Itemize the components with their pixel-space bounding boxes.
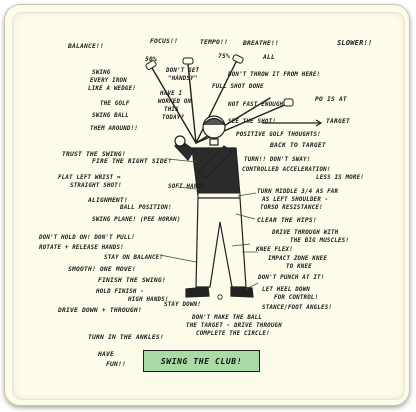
note-big-muscles: THE BIG MUSCLES! <box>290 238 350 244</box>
note-high-hands: HIGH HANDS! <box>128 297 169 303</box>
note-swing-plane: SWING PLANE! (PEE HORAN) <box>92 217 181 223</box>
note-tempo: TEMPO!! <box>200 39 228 46</box>
note-controlled-acceleration: CONTROLLED ACCELERATION! <box>242 167 331 173</box>
note-stay-on-balance: STAY ON BALANCE! <box>104 255 164 261</box>
note-drive-through-with: DRIVE THROUGH WITH <box>272 230 339 236</box>
note-stay-down: STAY DOWN! <box>164 302 201 308</box>
note-like-a-wedge: LIKE A WEDGE! <box>88 86 136 92</box>
note-positive-golf-thoughts: POSITIVE GOLF THOUGHTS! <box>236 132 321 138</box>
note-balance: BALANCE!! <box>68 43 104 50</box>
note-full-shot-done: FULL SHOT DONE <box>212 84 264 90</box>
note-alignment: ALIGNMENT! <box>88 197 128 204</box>
note-hold-finish: HOLD FINISH - <box>96 289 144 295</box>
note-every-iron: EVERY IRON <box>90 78 127 84</box>
note-for-control: FOR CONTROL! <box>274 295 319 301</box>
note-handsy: "HANDSY" <box>168 76 198 82</box>
note-see-the-shot: SEE THE SHOT! <box>228 119 276 125</box>
note-75-percent: 75% <box>218 53 230 60</box>
note-finish-the-swing: FINISH THE SWING! <box>98 277 166 284</box>
note-knee-flex: KNEE FLEX! <box>256 247 293 253</box>
note-smooth: SMOOTH! ONE MOVE! <box>68 266 136 273</box>
note-swing: SWING <box>92 70 111 76</box>
note-all: ALL <box>263 54 275 61</box>
note-stance-foot-angles: STANCE/FOOT ANGLES! <box>262 305 333 311</box>
note-straight-shot: STRAIGHT SHOT! <box>70 183 122 189</box>
note-dont-punch: DON'T PUNCH AT IT! <box>258 275 325 281</box>
note-trust-the-swing: TRUST THE SWING! <box>62 151 126 158</box>
swing-the-club-banner: SWING THE CLUB! <box>143 350 260 372</box>
note-have-i: HAVE I <box>160 91 183 97</box>
note-let-heel-down: LET HEEL DOWN <box>262 287 310 293</box>
note-back-to-target: BACK TO TARGET <box>270 142 326 149</box>
note-torso-resistance: TORSO RESISTANCE! <box>260 205 323 211</box>
note-fun: FUN!! <box>106 361 126 368</box>
note-breathe: BREATHE!! <box>243 40 279 47</box>
note-clear-the-hips: CLEAR THE HIPS! <box>257 217 317 224</box>
note-target: TARGET <box>326 118 350 125</box>
note-focus: FOCUS!! <box>150 38 178 45</box>
note-them-around: THEM AROUND!! <box>90 126 138 132</box>
note-as-left-shoulder: AS LEFT SHOULDER - <box>262 197 329 203</box>
note-dont-hold-on: DON'T HOLD ON! DON'T PULL! <box>39 235 135 241</box>
note-soft-hands: SOFT HANDS <box>168 184 205 190</box>
note-today: TODAY? <box>162 115 185 121</box>
note-less-is-more: LESS IS MORE! <box>316 175 364 181</box>
plate-inner-border <box>12 12 405 400</box>
note-50-percent: 50% <box>145 56 157 63</box>
note-turn-middle: TURN MIDDLE 3/4 AS FAR <box>257 189 339 195</box>
note-drive-down-through: DRIVE DOWN + THROUGH! <box>58 307 142 314</box>
note-flat-left-wrist: FLAT LEFT WRIST = <box>58 175 121 181</box>
note-worked-on: WORKED ON <box>158 99 192 105</box>
note-to-knee: TO KNEE <box>286 264 312 270</box>
note-slower: SLOWER!! <box>337 39 373 47</box>
note-rotate-release: ROTATE + RELEASE HANDS! <box>39 245 124 251</box>
note-swing-ball: SWING BALL <box>92 113 129 119</box>
note-dont-throw: DON'T THROW IT FROM HERE! <box>228 72 321 78</box>
note-dont-get: DON'T GET <box>166 68 200 74</box>
note-turn-in-ankles: TURN IN THE ANKLES! <box>88 334 164 341</box>
note-po-is-at: PO IS AT <box>315 96 347 103</box>
note-this: THIS <box>164 107 179 113</box>
note-dont-make-ball: DON'T MAKE THE BALL <box>192 315 263 321</box>
note-the-target-drive: THE TARGET - DRIVE THROUGH <box>186 323 282 329</box>
note-impact-zone: IMPACT ZONE KNEE <box>268 256 328 262</box>
note-turn-dont-sway: TURN!! DON'T SWAY! <box>244 157 311 163</box>
note-have: HAVE <box>98 351 114 358</box>
note-ball-position: BALL POSITION! <box>120 205 172 211</box>
note-the-golf: THE GOLF <box>100 101 130 107</box>
note-fire-the-right-side: FIRE THE RIGHT SIDE! <box>92 158 172 165</box>
note-complete-circle: COMPLETE THE CIRCLE! <box>196 331 270 337</box>
note-not-fast-enough: NOT FAST ENOUGH <box>228 102 284 108</box>
